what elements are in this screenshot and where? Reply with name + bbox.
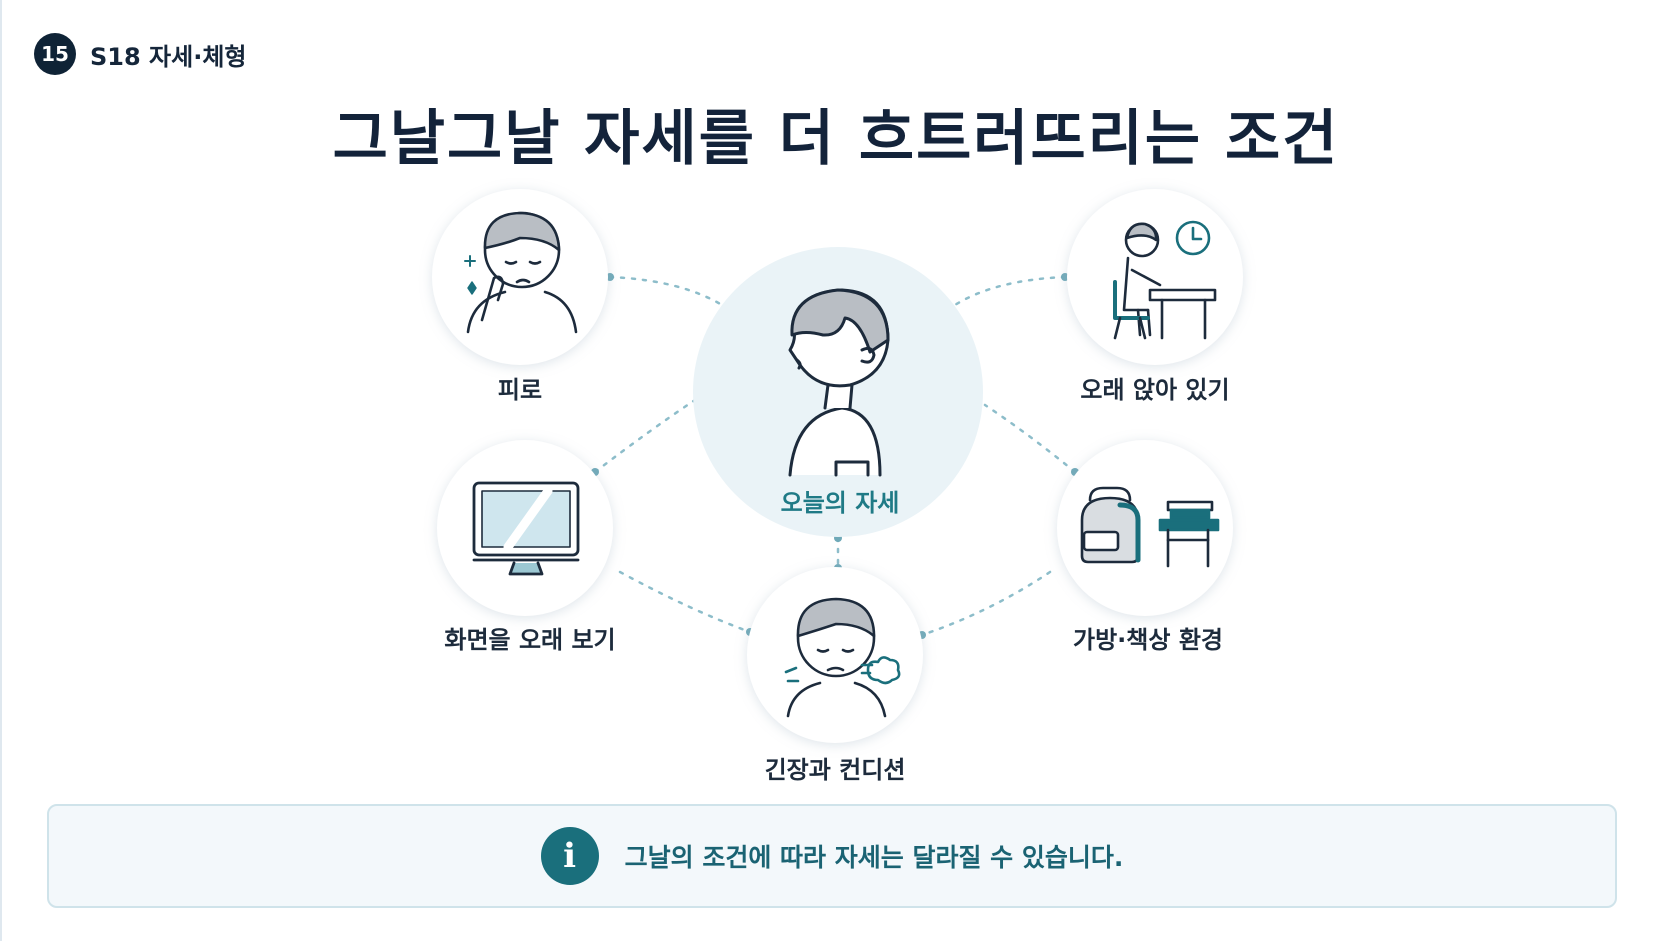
node-label-tension: 긴장과 컨디션 [764,756,906,784]
connector-bag-tension [920,570,1052,637]
page-title: 그날그날 자세를 더 흐트러뜨리는 조건 [332,104,1340,174]
section-label: S18 자세·체형 [90,42,247,71]
node-label-bag-desk: 가방·책상 환경 [1073,626,1223,654]
connector-sitting [953,275,1067,307]
center-node [693,247,983,537]
info-note-box: i 그날의 조건에 따라 자세는 달라질 수 있습니다. [47,804,1617,908]
connector-fatigue [608,275,724,307]
slide-number-badge: 15 [34,33,76,75]
sitting-at-desk-clock-icon [1113,220,1217,340]
tense-child-icon [784,597,901,718]
node-bag-desk [1057,440,1233,616]
monitor-icon [472,481,580,576]
page-edge [0,0,2,941]
info-icon: i [540,827,599,885]
node-sitting [1067,189,1243,365]
tired-child-icon [464,211,578,334]
slide-header: 15 S18 자세·체형 [34,33,246,75]
node-label-screen: 화면을 오래 보기 [444,626,616,654]
node-label-sitting: 오래 앉아 있기 [1080,376,1230,404]
node-label-fatigue: 피로 [497,376,543,404]
connector-screen-tension [618,570,752,634]
connector-screen [593,398,697,474]
info-note-text: 그날의 조건에 따라 자세는 달라질 수 있습니다. [624,843,1124,872]
center-label: 오늘의 자세 [780,489,900,517]
backpack-desk-icon [1080,486,1220,568]
child-profile-icon [788,288,890,477]
connector-bag-desk [983,403,1077,474]
